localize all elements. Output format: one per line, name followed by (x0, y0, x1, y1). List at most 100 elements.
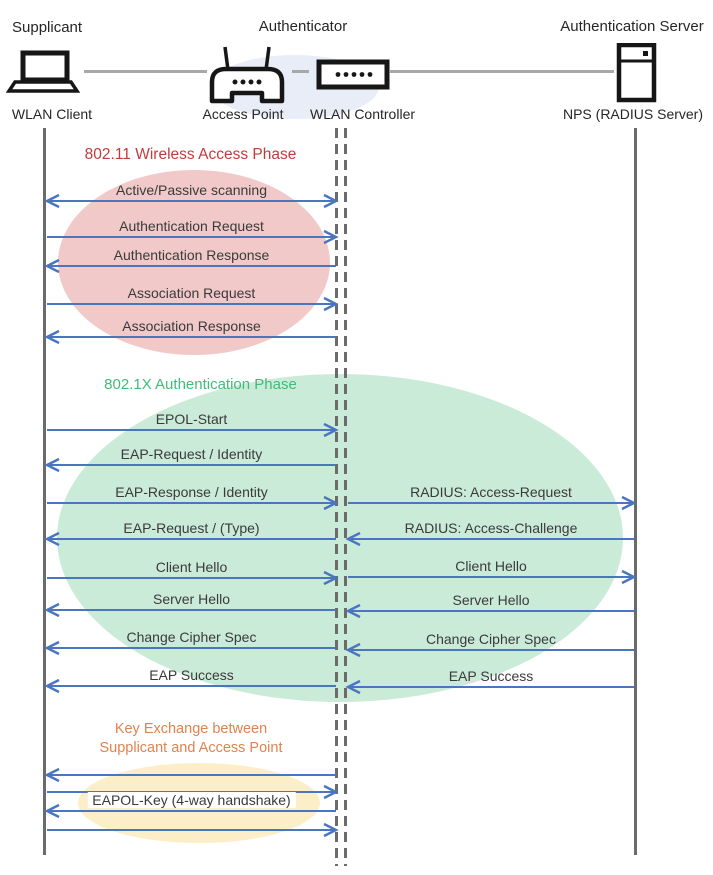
message-label: Association Response (122, 318, 261, 334)
phase-title-key-exchange: Key Exchange between Supplicant and Acce… (88, 720, 294, 758)
message-row-left: EAP Success (44, 667, 337, 696)
device-label-nps-radius-server: NPS (RADIUS Server) (562, 106, 704, 122)
message-label: RADIUS: Access-Request (410, 484, 572, 500)
message-arrow (44, 258, 336, 274)
arrowhead-left-icon (44, 258, 60, 274)
message-label: EAP-Request / Identity (120, 446, 263, 462)
message-label: Active/Passive scanning (116, 182, 267, 198)
message-row-right: EAP Success (345, 668, 635, 697)
message-arrow (44, 803, 336, 819)
arrowhead-right-icon (323, 822, 339, 838)
message-arrow (345, 679, 634, 695)
message-label: EAP Success (448, 668, 534, 684)
message-arrow (44, 329, 336, 345)
actor-label-authentication-server: Authentication Server (560, 18, 704, 35)
message-row-left: Authentication Request (46, 218, 339, 247)
arrowhead-left-icon (44, 531, 60, 547)
message-label: Server Hello (452, 592, 530, 608)
message-arrow (47, 495, 339, 511)
phase-title-key-exchange-line2: Supplicant and Access Point (99, 740, 283, 756)
message-arrow (44, 457, 336, 473)
arrowhead-left-icon (44, 678, 60, 694)
message-row-left: EAP-Request / Identity (44, 446, 337, 475)
message-arrow (47, 296, 339, 312)
message-label: Authentication Request (119, 218, 264, 234)
arrowhead-right-icon (323, 422, 339, 438)
arrowhead-left-icon (44, 193, 60, 209)
server-icon (616, 43, 657, 103)
message-label: Change Cipher Spec (126, 629, 257, 645)
message-row-left: Active/Passive scanning (44, 182, 339, 211)
arrowhead-left-icon (44, 457, 60, 473)
arrowhead-left-icon (44, 640, 60, 656)
actor-label-supplicant: Supplicant (12, 19, 83, 36)
message-row-left: Client Hello (46, 559, 339, 588)
message-row-left: Authentication Response (44, 247, 337, 276)
connector-dash-ap-controller (292, 70, 309, 73)
message-label: EAP Success (149, 667, 234, 683)
message-row-left: Server Hello (44, 591, 337, 620)
phase-title-dot1x-authentication: 802.1X Authentication Phase (104, 376, 297, 393)
arrowhead-right-icon (323, 784, 339, 800)
message-row-left: EPOL-Start (46, 411, 339, 440)
arrowhead-right-icon (323, 296, 339, 312)
lifeline-dashed-access-point (335, 128, 338, 866)
arrowhead-left-icon (44, 602, 60, 618)
message-label: Client Hello (455, 558, 527, 574)
message-arrow (47, 822, 339, 838)
message-arrow (44, 602, 336, 618)
device-label-wlan-controller: WLAN Controller (309, 106, 416, 122)
connector-line-controller-server (390, 70, 614, 73)
message-label: Server Hello (152, 591, 231, 607)
message-arrow (348, 569, 637, 585)
arrowhead-left-icon (345, 679, 361, 695)
message-row-right: RADIUS: Access-Request (347, 484, 637, 513)
message-row-left: Association Request (46, 285, 339, 314)
device-label-access-point: Access Point (202, 106, 284, 122)
phase-title-key-exchange-line1: Key Exchange between (114, 721, 268, 737)
message-row-right: Server Hello (345, 592, 635, 621)
message-arrow (345, 642, 634, 658)
message-arrow (44, 640, 336, 656)
message-label: EPOL-Start (155, 411, 228, 427)
arrowhead-right-icon (323, 495, 339, 511)
message-label: Authentication Response (113, 247, 270, 263)
message-arrow (44, 767, 336, 783)
message-row-left (46, 820, 339, 840)
phase-title-wireless-access: 802.11 Wireless Access Phase (84, 146, 297, 163)
message-arrow (44, 531, 336, 547)
connector-line-client-ap (84, 70, 207, 73)
arrowhead-right-icon (323, 193, 339, 209)
message-label: EAP-Response / Identity (115, 484, 268, 500)
actor-label-authenticator: Authenticator (258, 18, 348, 35)
message-arrow (348, 495, 637, 511)
message-label: EAPOL-Key (4-way handshake) (87, 792, 296, 808)
message-label: Association Request (127, 285, 256, 301)
message-row-left: Association Response (44, 318, 337, 347)
message-arrow (345, 531, 634, 547)
lifeline-nps-server (634, 128, 637, 855)
device-label-wlan-client: WLAN Client (11, 106, 93, 122)
message-row-left: EAP-Response / Identity (46, 484, 339, 513)
message-row-right: Change Cipher Spec (345, 631, 635, 660)
message-row-left: EAPOL-Key (4-way handshake) (44, 792, 337, 821)
arrowhead-left-icon (44, 329, 60, 345)
arrowhead-right-icon (621, 495, 637, 511)
message-arrow (47, 422, 339, 438)
arrowhead-left-icon (345, 642, 361, 658)
message-row-right: RADIUS: Access-Challenge (345, 520, 635, 549)
message-row-right: Client Hello (347, 558, 637, 587)
message-label: Client Hello (155, 559, 228, 575)
access-point-icon (209, 46, 285, 104)
message-arrow (47, 570, 339, 586)
laptop-icon (6, 50, 80, 93)
arrowhead-right-icon (621, 569, 637, 585)
message-arrow (44, 678, 336, 694)
arrowhead-left-icon (345, 531, 361, 547)
message-label: Change Cipher Spec (426, 631, 556, 647)
arrowhead-right-icon (323, 229, 339, 245)
message-arrow (47, 229, 339, 245)
arrowhead-left-icon (44, 767, 60, 783)
message-row-left: Change Cipher Spec (44, 629, 337, 658)
